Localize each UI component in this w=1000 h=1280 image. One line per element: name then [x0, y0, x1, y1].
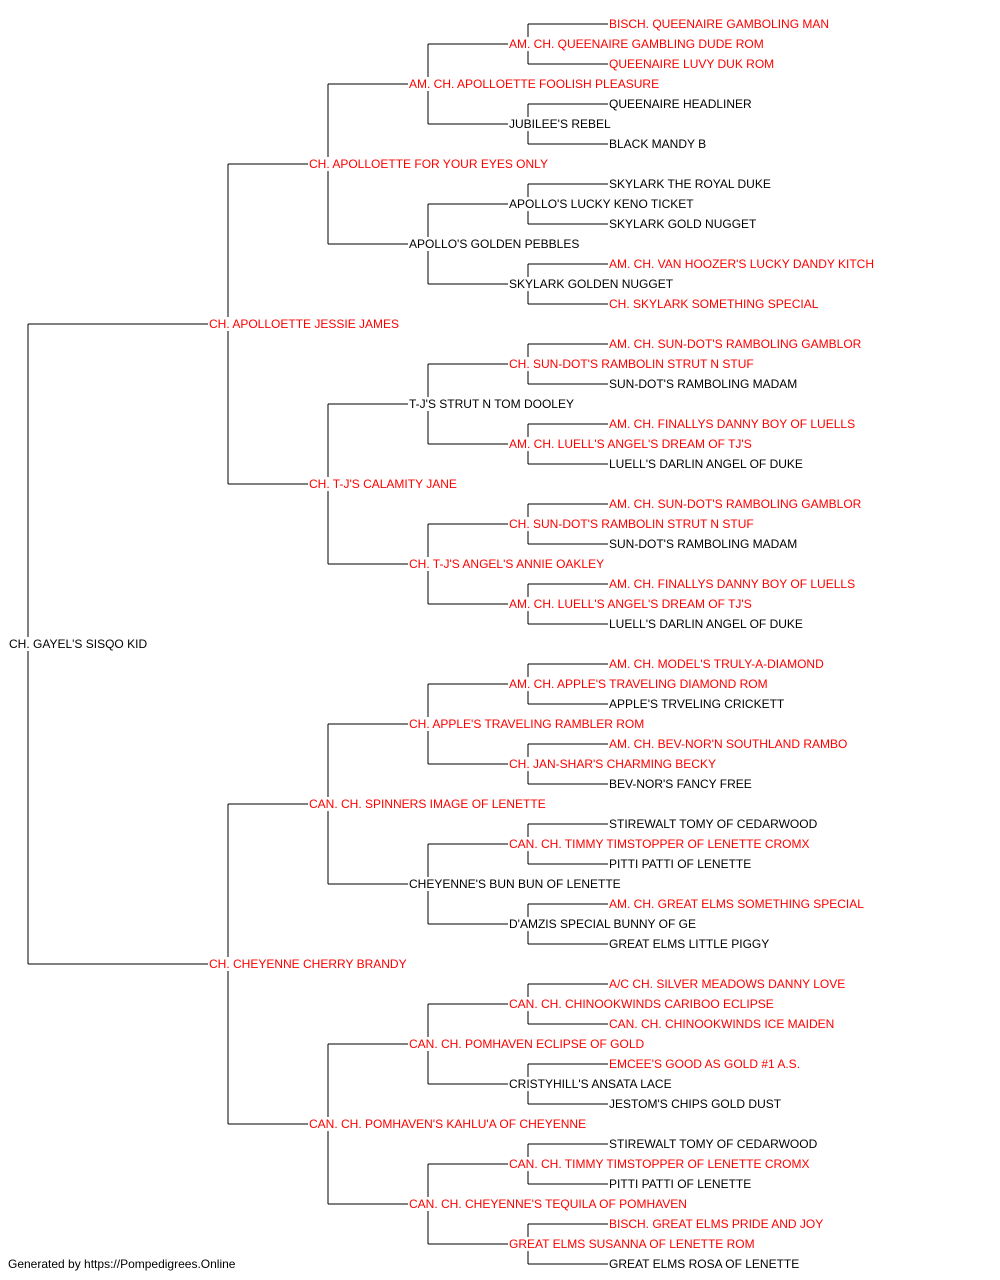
pedigree-entry-pedigree-sire-sire-dam-sire-sire[interactable]: SKYLARK THE ROYAL DUKE [608, 177, 772, 191]
pedigree-entry-pedigree-dam-sire-dam-sire-sire[interactable]: STIREWALT TOMY OF CEDARWOOD [608, 817, 819, 831]
pedigree-entry-pedigree-dam-sire-sire-sire[interactable]: AM. CH. APPLE'S TRAVELING DIAMOND ROM [508, 677, 769, 691]
pedigree-entry-pedigree-dam-sire-sire-dam-dam[interactable]: BEV-NOR'S FANCY FREE [608, 777, 753, 791]
pedigree-entry-pedigree-sire[interactable]: CH. APOLLOETTE JESSIE JAMES [208, 317, 401, 331]
pedigree-entry-pedigree-dam-dam-sire-sire[interactable]: CAN. CH. CHINOOKWINDS CARIBOO ECLIPSE [508, 997, 775, 1011]
pedigree-entry-pedigree-dam-dam-sire-dam-sire[interactable]: EMCEE'S GOOD AS GOLD #1 A.S. [608, 1057, 802, 1071]
pedigree-entry-pedigree-sire-sire-dam[interactable]: APOLLO'S GOLDEN PEBBLES [408, 237, 581, 251]
pedigree-entry-pedigree-dam-dam-dam-dam-dam[interactable]: GREAT ELMS ROSA OF LENETTE [608, 1257, 801, 1271]
pedigree-entry-pedigree-sire-dam[interactable]: CH. T-J'S CALAMITY JANE [308, 477, 458, 491]
pedigree-entry-pedigree-dam-dam[interactable]: CAN. CH. POMHAVEN'S KAHLU'A OF CHEYENNE [308, 1117, 588, 1131]
pedigree-entry-pedigree-sire-dam-dam-sire[interactable]: CH. SUN-DOT'S RAMBOLIN STRUT N STUF [508, 517, 755, 531]
pedigree-entry-pedigree-sire-sire-dam-dam-sire[interactable]: AM. CH. VAN HOOZER'S LUCKY DANDY KITCH [608, 257, 876, 271]
pedigree-entry-pedigree-dam-dam-dam-sire-dam[interactable]: PITTI PATTI OF LENETTE [608, 1177, 753, 1191]
pedigree-entry-pedigree-sire-sire-dam-sire-dam[interactable]: SKYLARK GOLD NUGGET [608, 217, 758, 231]
pedigree-entry-pedigree-dam[interactable]: CH. CHEYENNE CHERRY BRANDY [208, 957, 408, 971]
pedigree-entry-pedigree-dam-dam-dam-dam[interactable]: GREAT ELMS SUSANNA OF LENETTE ROM [508, 1237, 756, 1251]
pedigree-entry-pedigree-sire-sire-sire-sire-sire[interactable]: BISCH. QUEENAIRE GAMBOLING MAN [608, 17, 831, 31]
pedigree-entry-pedigree-sire-sire-sire-dam[interactable]: JUBILEE'S REBEL [508, 117, 612, 131]
pedigree-entry-pedigree-dam-sire-sire-sire-sire[interactable]: AM. CH. MODEL'S TRULY-A-DIAMOND [608, 657, 825, 671]
pedigree-entry-pedigree-dam-sire-dam[interactable]: CHEYENNE'S BUN BUN OF LENETTE [408, 877, 622, 891]
pedigree-entry-pedigree-dam-dam-dam-sire-sire[interactable]: STIREWALT TOMY OF CEDARWOOD [608, 1137, 819, 1151]
pedigree-entry-pedigree[interactable]: CH. GAYEL'S SISQO KID [8, 637, 149, 651]
pedigree-entry-pedigree-dam-dam-sire-sire-sire[interactable]: A/C CH. SILVER MEADOWS DANNY LOVE [608, 977, 847, 991]
generated-by-footer[interactable]: Generated by https://Pompedigrees.Online [8, 1257, 236, 1271]
pedigree-entry-pedigree-dam-dam-sire-dam-dam[interactable]: JESTOM'S CHIPS GOLD DUST [608, 1097, 783, 1111]
pedigree-entry-pedigree-sire-dam-sire[interactable]: T-J'S STRUT N TOM DOOLEY [408, 397, 575, 411]
pedigree-entry-pedigree-sire-dam-dam-sire-dam[interactable]: SUN-DOT'S RAMBOLING MADAM [608, 537, 799, 551]
pedigree-entry-pedigree-sire-dam-sire-dam-dam[interactable]: LUELL'S DARLIN ANGEL OF DUKE [608, 457, 804, 471]
pedigree-entry-pedigree-dam-dam-dam[interactable]: CAN. CH. CHEYENNE'S TEQUILA OF POMHAVEN [408, 1197, 688, 1211]
pedigree-entry-pedigree-sire-sire-sire-sire[interactable]: AM. CH. QUEENAIRE GAMBLING DUDE ROM [508, 37, 765, 51]
pedigree-entry-pedigree-sire-dam-sire-dam[interactable]: AM. CH. LUELL'S ANGEL'S DREAM OF TJ'S [508, 437, 753, 451]
pedigree-entry-pedigree-dam-dam-dam-sire[interactable]: CAN. CH. TIMMY TIMSTOPPER OF LENETTE CRO… [508, 1157, 811, 1171]
pedigree-entry-pedigree-sire-sire-dam-dam-dam[interactable]: CH. SKYLARK SOMETHING SPECIAL [608, 297, 820, 311]
pedigree-entry-pedigree-sire-sire-dam-dam[interactable]: SKYLARK GOLDEN NUGGET [508, 277, 675, 291]
pedigree-entry-pedigree-sire-dam-dam-dam-sire[interactable]: AM. CH. FINALLYS DANNY BOY OF LUELLS [608, 577, 857, 591]
pedigree-entry-pedigree-sire-dam-dam-dam-dam[interactable]: LUELL'S DARLIN ANGEL OF DUKE [608, 617, 804, 631]
pedigree-entry-pedigree-sire-dam-dam-dam[interactable]: AM. CH. LUELL'S ANGEL'S DREAM OF TJ'S [508, 597, 753, 611]
pedigree-entry-pedigree-dam-sire-sire-sire-dam[interactable]: APPLE'S TRVELING CRICKETT [608, 697, 786, 711]
pedigree-entry-pedigree-dam-dam-sire-sire-dam[interactable]: CAN. CH. CHINOOKWINDS ICE MAIDEN [608, 1017, 836, 1031]
pedigree-entry-pedigree-dam-dam-sire-dam[interactable]: CRISTYHILL'S ANSATA LACE [508, 1077, 673, 1091]
pedigree-entry-pedigree-sire-sire-sire-dam-sire[interactable]: QUEENAIRE HEADLINER [608, 97, 753, 111]
pedigree-entry-pedigree-dam-dam-dam-dam-sire[interactable]: BISCH. GREAT ELMS PRIDE AND JOY [608, 1217, 825, 1231]
pedigree-entry-pedigree-dam-sire-dam-dam-dam[interactable]: GREAT ELMS LITTLE PIGGY [608, 937, 771, 951]
pedigree-entry-pedigree-sire-sire-sire-sire-dam[interactable]: QUEENAIRE LUVY DUK ROM [608, 57, 776, 71]
pedigree-entry-pedigree-sire-dam-sire-sire[interactable]: CH. SUN-DOT'S RAMBOLIN STRUT N STUF [508, 357, 755, 371]
pedigree-entry-pedigree-sire-dam-sire-dam-sire[interactable]: AM. CH. FINALLYS DANNY BOY OF LUELLS [608, 417, 857, 431]
pedigree-entry-pedigree-sire-dam-dam[interactable]: CH. T-J'S ANGEL'S ANNIE OAKLEY [408, 557, 606, 571]
pedigree-entry-pedigree-dam-sire[interactable]: CAN. CH. SPINNERS IMAGE OF LENETTE [308, 797, 547, 811]
pedigree-entry-pedigree-sire-sire-dam-sire[interactable]: APOLLO'S LUCKY KENO TICKET [508, 197, 695, 211]
pedigree-entry-pedigree-sire-dam-sire-sire-sire[interactable]: AM. CH. SUN-DOT'S RAMBOLING GAMBLOR [608, 337, 863, 351]
pedigree-entry-pedigree-dam-sire-sire[interactable]: CH. APPLE'S TRAVELING RAMBLER ROM [408, 717, 646, 731]
pedigree-entry-pedigree-dam-dam-sire[interactable]: CAN. CH. POMHAVEN ECLIPSE OF GOLD [408, 1037, 646, 1051]
pedigree-entry-pedigree-dam-sire-dam-sire-dam[interactable]: PITTI PATTI OF LENETTE [608, 857, 753, 871]
pedigree-entry-pedigree-dam-sire-dam-dam-sire[interactable]: AM. CH. GREAT ELMS SOMETHING SPECIAL [608, 897, 865, 911]
pedigree-entry-pedigree-sire-sire[interactable]: CH. APOLLOETTE FOR YOUR EYES ONLY [308, 157, 549, 171]
pedigree-entry-pedigree-sire-sire-sire[interactable]: AM. CH. APOLLOETTE FOOLISH PLEASURE [408, 77, 661, 91]
pedigree-entry-pedigree-sire-dam-sire-sire-dam[interactable]: SUN-DOT'S RAMBOLING MADAM [608, 377, 799, 391]
pedigree-entry-pedigree-sire-dam-dam-sire-sire[interactable]: AM. CH. SUN-DOT'S RAMBOLING GAMBLOR [608, 497, 863, 511]
pedigree-entry-pedigree-dam-sire-sire-dam[interactable]: CH. JAN-SHAR'S CHARMING BECKY [508, 757, 717, 771]
pedigree-entry-pedigree-dam-sire-sire-dam-sire[interactable]: AM. CH. BEV-NOR'N SOUTHLAND RAMBO [608, 737, 849, 751]
pedigree-entry-pedigree-dam-sire-dam-sire[interactable]: CAN. CH. TIMMY TIMSTOPPER OF LENETTE CRO… [508, 837, 811, 851]
pedigree-entry-pedigree-dam-sire-dam-dam[interactable]: D'AMZIS SPECIAL BUNNY OF GE [508, 917, 697, 931]
pedigree-entry-pedigree-sire-sire-sire-dam-dam[interactable]: BLACK MANDY B [608, 137, 708, 151]
